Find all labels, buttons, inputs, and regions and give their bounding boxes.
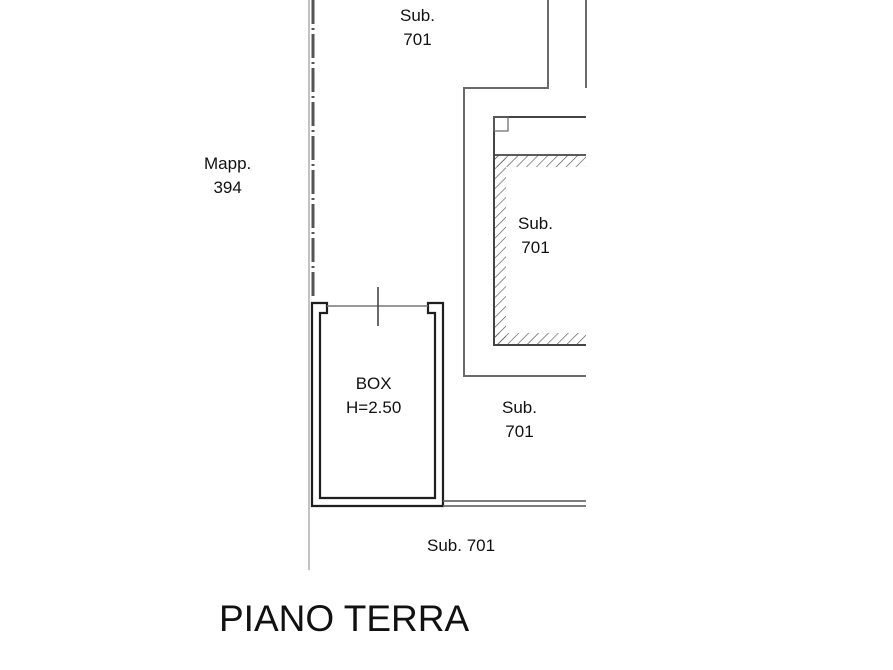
- label-box: BOX H=2.50: [346, 372, 401, 420]
- label-line: H=2.50: [346, 398, 402, 417]
- label-sub-701-hatched-room: Sub. 701: [518, 212, 553, 260]
- label-line: Mapp.: [204, 154, 252, 173]
- label-line: 701: [521, 238, 550, 257]
- box-garage-walls: [310, 287, 445, 508]
- label-line: 701: [403, 30, 432, 49]
- label-sub-701-top: Sub. 701: [400, 4, 435, 52]
- label-sub-701-bottom: Sub. 701: [427, 536, 496, 555]
- upper-wall: [463, 0, 587, 377]
- label-line: Sub.: [502, 398, 537, 417]
- label-line: 394: [213, 178, 242, 197]
- label-line: BOX: [355, 374, 392, 393]
- label-line: Sub.: [518, 214, 553, 233]
- label-line: 701: [505, 422, 534, 441]
- floor-title: PIANO TERRA: [219, 598, 470, 639]
- label-mapp-394: Mapp. 394: [204, 152, 251, 200]
- hatched-room: [493, 116, 586, 346]
- label-sub-701-right: Sub. 701: [502, 396, 537, 444]
- label-line: Sub.: [400, 6, 435, 25]
- property-boundary-line: [308, 0, 315, 570]
- bottom-wall-lines: [443, 500, 586, 507]
